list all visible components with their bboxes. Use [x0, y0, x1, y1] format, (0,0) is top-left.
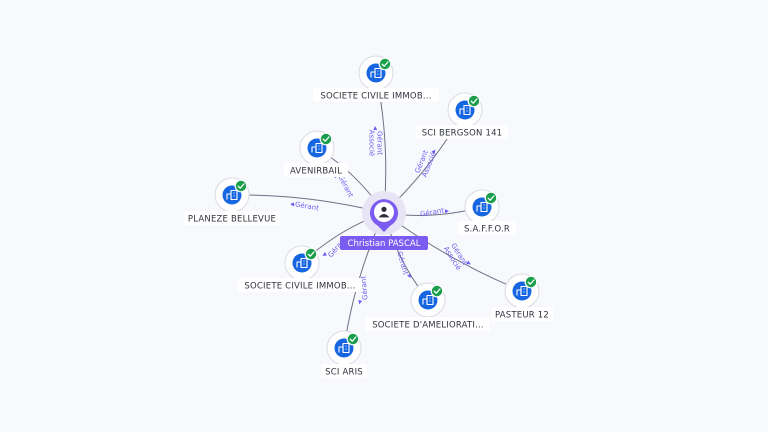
check-badge-icon: [319, 132, 333, 146]
edge-arrow: [358, 299, 363, 305]
checkmark: [470, 98, 478, 104]
company-node[interactable]: SCI ARIS: [321, 330, 367, 378]
center-label-bg: [340, 236, 428, 250]
checkmark: [307, 251, 315, 257]
checkmark: [237, 183, 245, 189]
company-label: SOCIETE CIVILE IMMOB...: [320, 92, 431, 102]
edge-role-text: Gérant: [376, 131, 384, 155]
edge-arrow: [290, 202, 295, 207]
company-node[interactable]: S.A.F.F.O.R: [458, 189, 516, 235]
edge-arrow: [466, 260, 471, 265]
company-node[interactable]: SOCIETE CIVILE IMMOB...: [238, 245, 362, 292]
edge-arrow: [322, 252, 327, 256]
company-node[interactable]: SCI BERGSON 141: [416, 92, 508, 139]
center-label: Christian PASCAL: [348, 239, 421, 249]
center-avatar-bg: [374, 202, 394, 222]
company-label-bg: [313, 88, 439, 102]
company-label: S.A.F.F.O.R: [464, 225, 510, 235]
edge-role-text: Gérant: [420, 206, 445, 218]
company-node[interactable]: PLANEZE BELLEVUE: [184, 177, 280, 225]
nodes-layer: SOCIETE CIVILE IMMOB... SCI BERGSON 141AV…: [184, 55, 553, 378]
edge-label: Gérant: [294, 200, 319, 212]
checkmark: [349, 336, 357, 342]
edge-arrow: [373, 126, 378, 131]
checkmark: [487, 195, 495, 201]
company-label-bg: [238, 278, 362, 292]
company-label-bg: [366, 317, 490, 331]
person-icon: [378, 206, 390, 218]
edge-arrow: [431, 149, 436, 155]
company-node[interactable]: SOCIETE D'AMELIORATI...: [366, 282, 490, 331]
company-label: SOCIETE D'AMELIORATI...: [372, 321, 484, 331]
checkmark: [527, 279, 535, 285]
check-badge-icon: [378, 57, 392, 71]
edge-role-text: Associé: [368, 130, 376, 156]
company-label-bg: [284, 163, 348, 177]
checkmark: [381, 61, 389, 67]
company-node[interactable]: PASTEUR 12: [491, 273, 553, 321]
edge-label: Gérant: [420, 206, 445, 218]
building-icon: [459, 104, 471, 116]
company-label-bg: [458, 221, 516, 235]
check-badge-icon: [304, 247, 318, 261]
company-label: SOCIETE CIVILE IMMOB...: [244, 282, 355, 292]
company-label-bg: [321, 364, 367, 378]
checkmark: [433, 288, 441, 294]
check-badge-icon: [234, 179, 248, 193]
edge-label: Gérant: [359, 275, 369, 300]
edge-role-text: Gérant: [359, 275, 369, 300]
company-node[interactable]: SOCIETE CIVILE IMMOB...: [313, 55, 439, 102]
company-label: SCI ARIS: [325, 368, 363, 378]
company-label: PASTEUR 12: [495, 311, 549, 321]
company-label: PLANEZE BELLEVUE: [188, 215, 276, 225]
company-label: SCI BERGSON 141: [422, 129, 503, 139]
company-label-bg: [184, 211, 280, 225]
check-badge-icon: [484, 191, 498, 205]
check-badge-icon: [430, 284, 444, 298]
edge-arrow: [407, 273, 411, 279]
check-badge-icon: [524, 275, 538, 289]
edge-arrow: [444, 209, 449, 214]
edge-role-text: Gérant: [336, 174, 354, 199]
center-node[interactable]: Christian PASCAL: [340, 191, 428, 250]
check-badge-icon: [467, 94, 481, 108]
company-label: AVENIRBAIL: [290, 167, 342, 177]
company-node[interactable]: AVENIRBAIL: [284, 130, 348, 177]
edge-label: Gérant: [336, 174, 354, 199]
edge-role-text: Gérant: [294, 200, 319, 212]
edge-label: Gérant: [395, 250, 409, 276]
check-badge-icon: [346, 332, 360, 346]
checkmark: [322, 136, 330, 142]
company-label-bg: [416, 125, 508, 139]
edge-role-text: Gérant: [395, 250, 409, 276]
company-label-bg: [491, 307, 553, 321]
